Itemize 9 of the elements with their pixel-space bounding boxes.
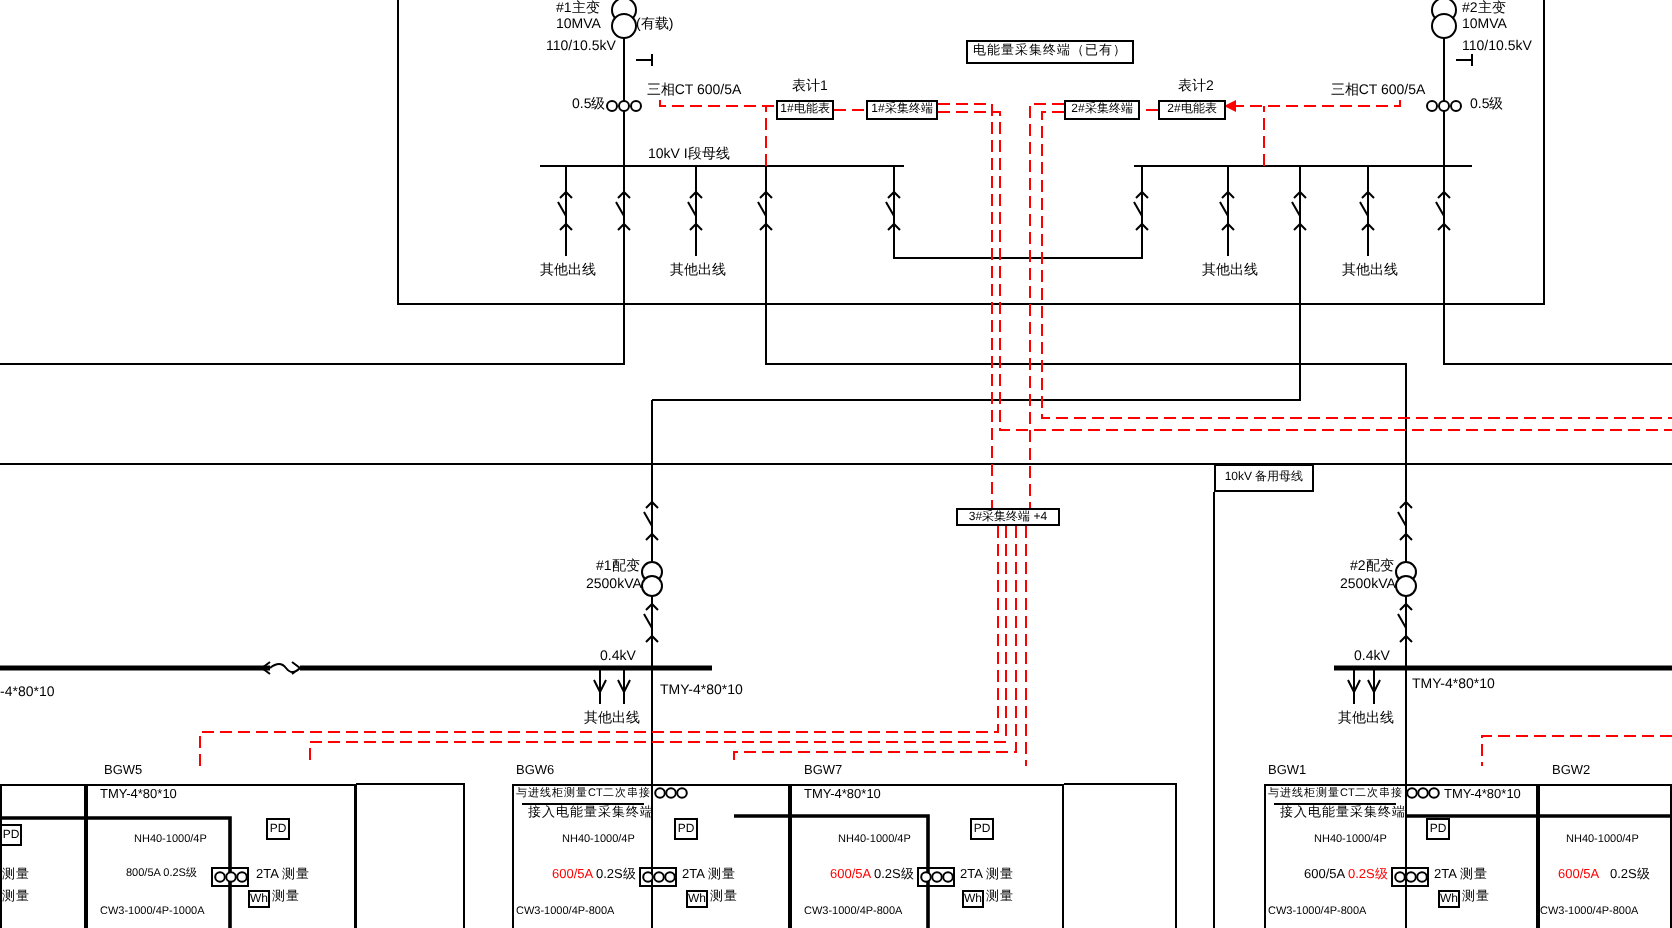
signal-wire	[1025, 525, 1027, 767]
signal-wire	[1481, 735, 1672, 767]
signal-wire	[1224, 99, 1401, 167]
signal-wire	[937, 111, 1672, 431]
signal-wire	[833, 109, 867, 111]
signal-wire	[1029, 103, 1065, 509]
signal-wire	[937, 103, 993, 509]
signal-wire	[659, 99, 777, 167]
signal-wire	[1041, 111, 1672, 419]
